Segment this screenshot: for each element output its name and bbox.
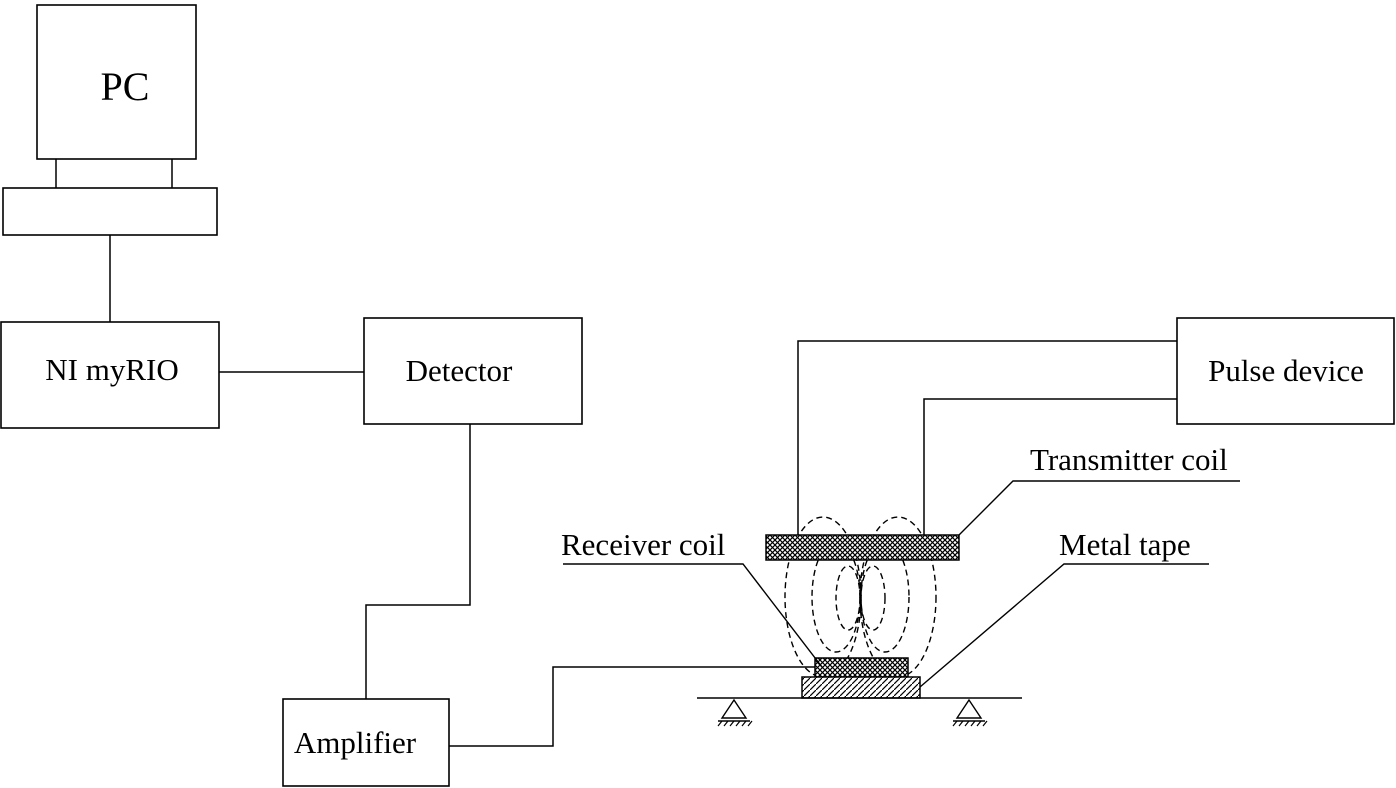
- receiver-coil-label: Receiver coil: [561, 527, 725, 562]
- receiver-coil-callout: Receiver coil: [561, 527, 823, 668]
- detector-to-amplifier-wire: [365, 424, 471, 699]
- pc-label: PC: [101, 64, 150, 109]
- amplifier-label: Amplifier: [294, 725, 417, 760]
- amplifier-to-receiver-wire: [449, 666, 815, 747]
- pulse-device-box: Pulse device: [1176, 317, 1395, 425]
- detector-label: Detector: [406, 353, 513, 388]
- pc-base: [2, 187, 218, 236]
- left-support-icon: [717, 698, 753, 727]
- detector-box: Detector: [363, 317, 583, 425]
- transmitter-coil-callout: Transmitter coil: [958, 442, 1240, 536]
- amplifier-box: Amplifier: [282, 698, 450, 787]
- myrio-box: NI myRIO: [0, 321, 220, 429]
- myrio-label: NI myRIO: [45, 352, 178, 387]
- pc-monitor: PC: [36, 4, 197, 188]
- metal-tape-callout: Metal tape: [919, 527, 1209, 688]
- right-support-icon: [952, 698, 988, 727]
- receiver-coil: [814, 657, 909, 678]
- transmitter-coil: [765, 534, 960, 561]
- pulse-device-label: Pulse device: [1208, 353, 1364, 388]
- pulse-to-transmitter-wire-outer: [797, 340, 1177, 535]
- metal-tape: [801, 676, 921, 699]
- transmitter-coil-label: Transmitter coil: [1030, 442, 1228, 477]
- pulse-to-transmitter-wire-inner: [923, 398, 1177, 535]
- metal-tape-label: Metal tape: [1059, 527, 1191, 562]
